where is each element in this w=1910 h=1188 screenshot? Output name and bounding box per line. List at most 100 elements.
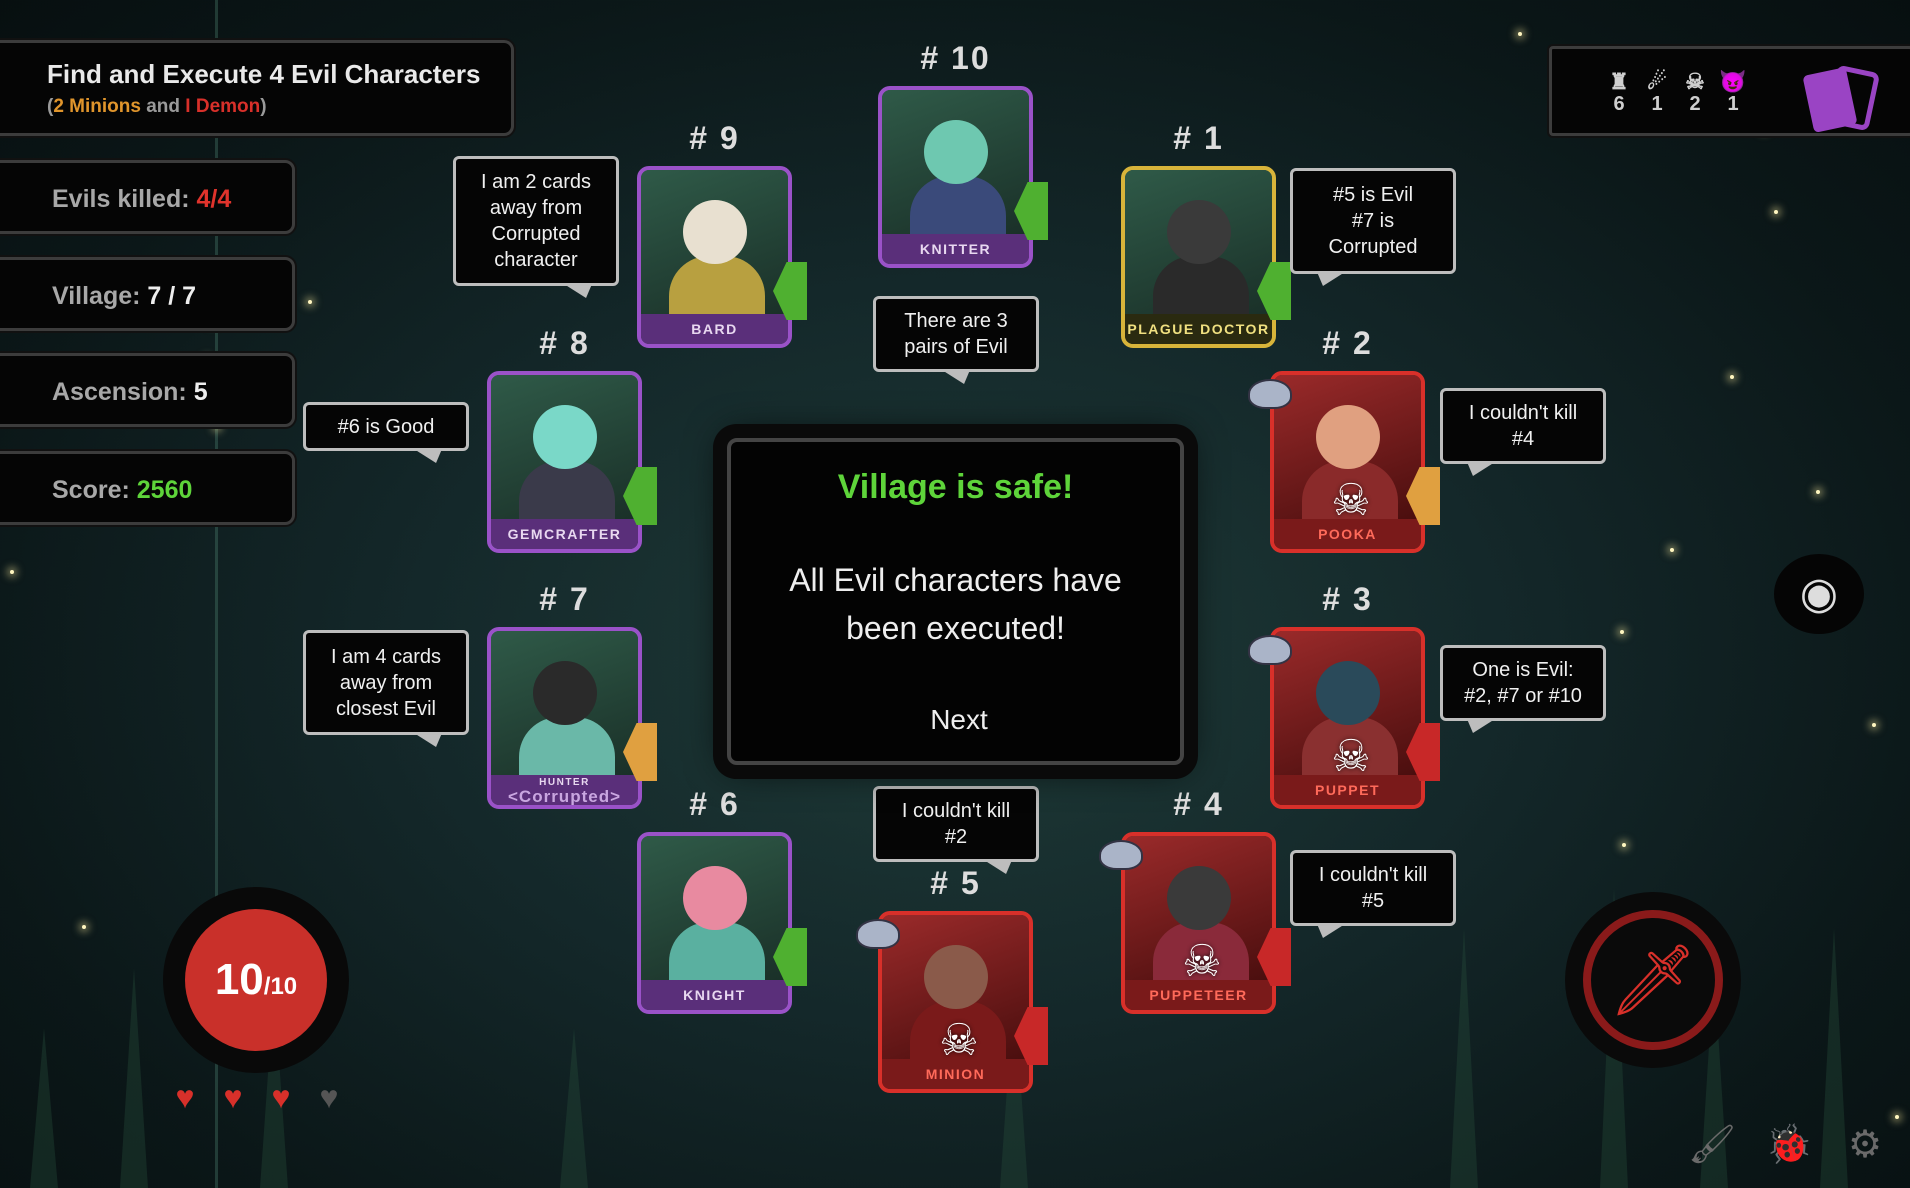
speech-bubble: I am 4 cards away from closest Evil <box>303 630 469 735</box>
paren-open: ( <box>47 96 54 117</box>
execute-button[interactable]: 🗡 <box>1583 910 1723 1050</box>
card-name-label: GEMCRAFTER <box>491 519 638 549</box>
stat-row: Village: 7 / 7 <box>0 257 295 331</box>
firefly <box>1518 32 1522 36</box>
settings-button[interactable]: ⚙ <box>1842 1122 1888 1168</box>
paintbrush-button[interactable]: 🖌 <box>1688 1122 1737 1168</box>
card-number: # 10 <box>920 40 991 76</box>
portrait-head <box>1316 661 1380 725</box>
tower-icon: ♜ <box>1609 69 1629 94</box>
and-text: and <box>146 96 181 117</box>
count-value: 2 <box>1689 93 1701 115</box>
stat-label: Score: <box>52 476 130 504</box>
card-name-label: PUPPET <box>1274 775 1421 805</box>
background-vine <box>215 0 218 1188</box>
speech-bubble: I am 2 cards away from Corrupted charact… <box>453 156 619 286</box>
card-number: # 7 <box>539 581 590 617</box>
speech-bubble: #5 is Evil #7 is Corrupted <box>1290 168 1456 274</box>
portrait-head <box>533 405 597 469</box>
card-name: HUNTER <box>539 777 590 788</box>
eye-toggle-button[interactable]: ◉ <box>1774 554 1864 634</box>
bug-report-button[interactable]: 🐞 <box>1765 1122 1813 1168</box>
card-name-label: KNIGHT <box>641 980 788 1010</box>
heart-icon: ♥ <box>319 1079 339 1115</box>
skull-icon: ☠ <box>1685 69 1705 94</box>
firefly <box>1816 490 1820 494</box>
heart-icon: ♥ <box>271 1079 291 1115</box>
speech-bubble: There are 3 pairs of Evil <box>873 296 1039 372</box>
character-card-bard[interactable]: BARD <box>637 166 792 348</box>
bubble-text: I couldn't kill #5 <box>1318 864 1428 912</box>
character-card-minion[interactable]: MINION☠ <box>878 911 1033 1093</box>
card-name-label: POOKA <box>1274 519 1421 549</box>
objective-title: Find and Execute 4 Evil Characters <box>47 59 481 89</box>
card-name-label: HUNTER<Corrupted> <box>491 775 638 805</box>
minions-count: 2 Minions <box>53 96 141 117</box>
character-card-pooka[interactable]: POOKA☠ <box>1270 371 1425 553</box>
bubble-text: I am 2 cards away from Corrupted charact… <box>480 171 592 271</box>
card-name-label: MINION <box>882 1059 1029 1089</box>
mask-icon <box>1248 379 1292 409</box>
firefly <box>82 925 86 929</box>
executions-current: 10 <box>214 955 264 1004</box>
portrait-head <box>1316 405 1380 469</box>
bug-icon: 🐞 <box>1765 1124 1813 1166</box>
stat-value: 4/4 <box>196 185 232 213</box>
card-number: # 1 <box>1173 120 1224 156</box>
card-number: # 3 <box>1322 581 1373 617</box>
mask-icon <box>1248 635 1292 665</box>
grass-blade <box>1820 928 1848 1188</box>
character-portrait <box>1125 170 1272 326</box>
next-button[interactable]: Next <box>909 698 1009 742</box>
deck-cards-button[interactable] <box>1800 63 1880 138</box>
card-name-label: BARD <box>641 314 788 344</box>
count-value: 1 <box>1651 93 1663 115</box>
heart-icon: ♥ <box>175 1079 195 1115</box>
portrait-head <box>683 866 747 930</box>
wisp-icon: ☄ <box>1647 69 1667 94</box>
firefly <box>1622 843 1626 847</box>
speech-bubble: #6 is Good <box>303 402 469 451</box>
card-number: # 8 <box>539 325 590 361</box>
character-card-puppet[interactable]: PUPPET☠ <box>1270 627 1425 809</box>
bubble-text: I am 4 cards away from closest Evil <box>330 645 442 720</box>
character-count: ☠2 <box>1680 71 1710 116</box>
character-count: 😈1 <box>1718 71 1748 116</box>
stat-label: Village: <box>52 282 141 310</box>
character-card-plague-doctor[interactable]: PLAGUE DOCTOR <box>1121 166 1276 348</box>
character-portrait <box>1274 631 1421 787</box>
paren-close: ) <box>260 96 267 117</box>
card-number: # 2 <box>1322 325 1373 361</box>
stat-row: Ascension: 5 <box>0 353 295 427</box>
speech-bubble: I couldn't kill #5 <box>1290 850 1456 926</box>
grass-blade <box>120 968 148 1188</box>
firefly <box>1872 723 1876 727</box>
character-portrait <box>491 631 638 787</box>
demon-count: I Demon <box>185 96 261 117</box>
card-number: # 6 <box>689 786 740 822</box>
speech-bubble: One is Evil: #2, #7 or #10 <box>1440 645 1606 721</box>
card-name-label: PUPPETEER <box>1125 980 1272 1010</box>
firefly <box>1895 1115 1899 1119</box>
character-card-knight[interactable]: KNIGHT <box>637 832 792 1014</box>
bubble-text: There are 3 pairs of Evil <box>904 310 1008 358</box>
grass-blade <box>1450 928 1478 1188</box>
card-name-label: KNITTER <box>882 234 1029 264</box>
objective-subtitle: (2 Minions and I Demon) <box>47 96 511 118</box>
paintbrush-icon: 🖌 <box>1688 1124 1737 1166</box>
character-portrait <box>641 170 788 326</box>
demon-icon: 😈 <box>1719 69 1747 94</box>
corrupted-tag: <Corrupted> <box>507 787 622 806</box>
cards-icon <box>1803 66 1879 133</box>
skull-icon: ☠ <box>939 1016 979 1065</box>
heart-icon: ♥ <box>223 1079 243 1115</box>
gear-icon: ⚙ <box>1847 1124 1883 1166</box>
character-card-gemcrafter[interactable]: GEMCRAFTER <box>487 371 642 553</box>
character-card-puppeteer[interactable]: PUPPETEER☠ <box>1121 832 1276 1014</box>
character-card-hunter[interactable]: HUNTER<Corrupted> <box>487 627 642 809</box>
character-portrait <box>882 90 1029 246</box>
executions-max: /10 <box>263 973 298 1000</box>
firefly <box>1620 630 1624 634</box>
character-card-knitter[interactable]: KNITTER <box>878 86 1033 268</box>
stat-value: 7 / 7 <box>147 282 197 310</box>
